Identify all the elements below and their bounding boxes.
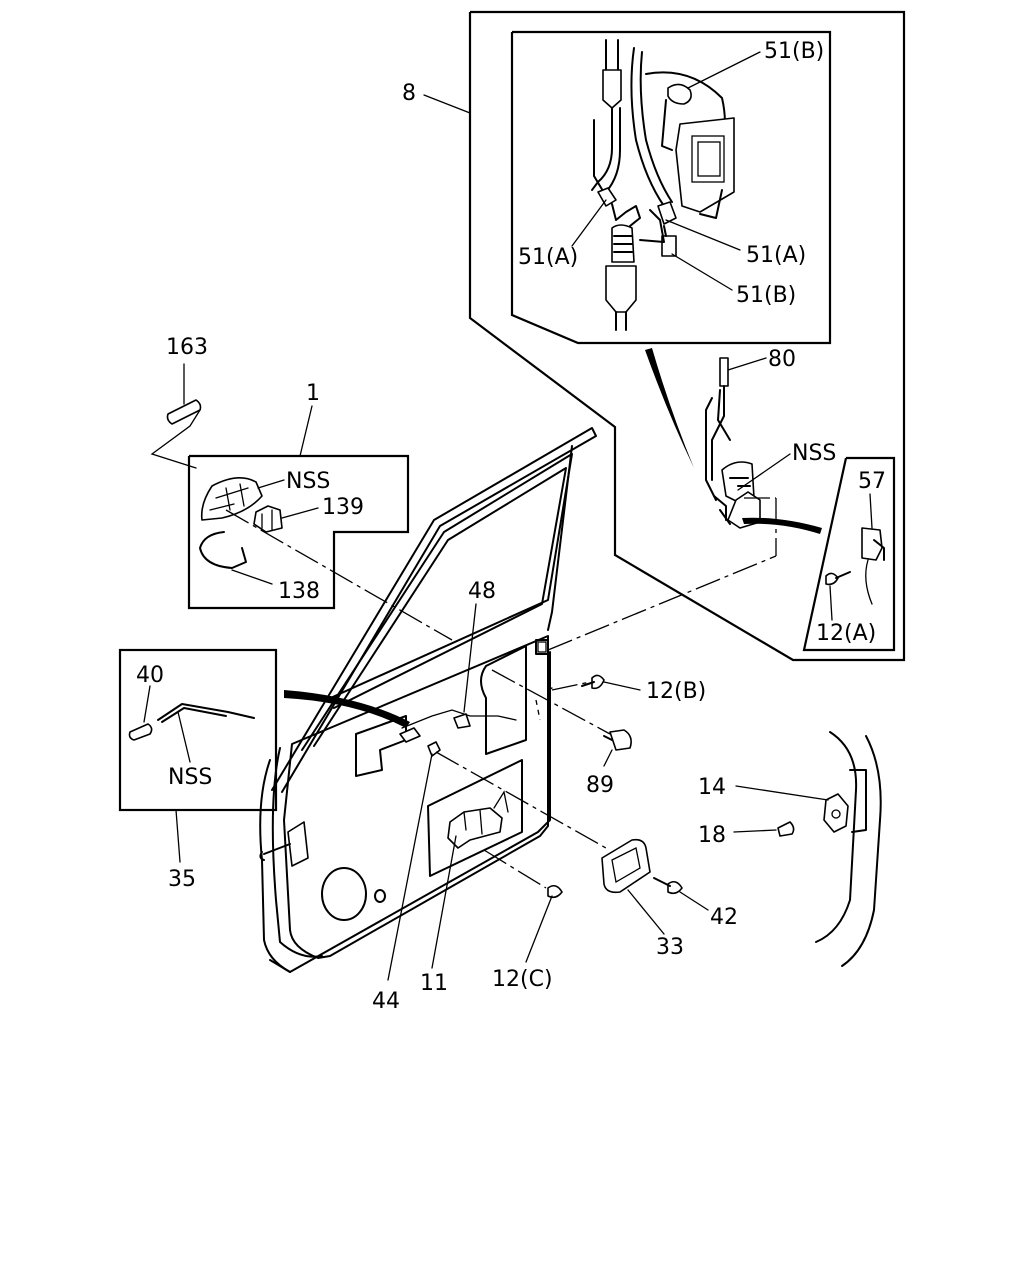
inside-rod-group-35: [118, 648, 278, 863]
callout-14: 14: [698, 775, 726, 800]
handle-rod-138: [199, 531, 247, 569]
leader-33: [627, 889, 665, 935]
align-line-handle: [225, 509, 453, 641]
leader-42: [679, 891, 709, 911]
body-pillar: [777, 731, 882, 967]
leader-11: [431, 835, 457, 969]
leader-12c: [525, 895, 553, 963]
leader-12a: [829, 585, 833, 621]
bolt-89: [603, 729, 632, 751]
group-1-outline: [187, 454, 410, 610]
outside-handle-group-1: [187, 405, 410, 610]
callout-48: 48: [468, 579, 496, 604]
leader-44: [387, 753, 433, 981]
outside-handle: [200, 477, 263, 521]
leader-1: [299, 405, 313, 457]
leader-57: [869, 493, 873, 529]
glass-run-wedge: [284, 690, 410, 728]
leader-51a-right: [665, 219, 741, 251]
callout-138: 138: [278, 579, 320, 604]
actuator-cable-wedge: [742, 517, 822, 534]
leader-139: [281, 507, 319, 519]
leader-40: [143, 685, 151, 723]
leader-35: [175, 809, 181, 863]
screw-18: [777, 821, 795, 837]
callout-12c: 12(C): [492, 967, 553, 992]
front-door-panel: [259, 427, 597, 973]
leader-nss-handle: [257, 479, 285, 489]
lock-rod: [157, 703, 255, 721]
detail-pointer-wedge: [645, 348, 694, 468]
callout-12a: 12(A): [816, 621, 876, 646]
handle-part-139: [253, 505, 283, 533]
leader-138: [231, 569, 273, 585]
screw-42: [653, 877, 683, 895]
align-line-screw-12b: [551, 681, 591, 691]
group-35-outline: [118, 648, 278, 812]
striker-14: [823, 793, 849, 833]
callout-18: 18: [698, 823, 726, 848]
screw-12a: [825, 571, 851, 586]
leader-18: [733, 829, 777, 833]
leader-163-to-group: [150, 409, 201, 469]
callout-11: 11: [420, 971, 448, 996]
callout-51b-bottom: 51(B): [736, 283, 796, 308]
callout-8: 8: [402, 81, 416, 106]
align-line-bezel: [435, 751, 607, 849]
callout-nss-lock: NSS: [792, 441, 836, 466]
callout-163: 163: [166, 335, 208, 360]
callout-51a-right: 51(A): [746, 243, 806, 268]
callout-51b-top: 51(B): [764, 39, 824, 64]
callout-139: 139: [322, 495, 364, 520]
door-lock-actuator: [705, 357, 761, 529]
leader-nss-rod: [177, 711, 191, 763]
lock-assembly-group-8: [423, 10, 906, 662]
callout-nss-handle: NSS: [286, 469, 330, 494]
group-8-outline: [468, 10, 906, 662]
leader-80: [727, 357, 767, 371]
callout-42: 42: [710, 905, 738, 930]
leader-51b-bottom: [671, 253, 733, 291]
callout-33: 33: [656, 935, 684, 960]
callout-51a-left: 51(A): [518, 245, 578, 270]
lock-detail-inset-frame: [510, 30, 832, 345]
leader-48: [463, 603, 477, 713]
callout-12b: 12(B): [646, 679, 706, 704]
leader-12b: [603, 681, 641, 691]
leader-89: [603, 749, 613, 767]
leader-nss-lock: [737, 453, 791, 491]
callout-89: 89: [586, 773, 614, 798]
lock-actuator-detail: [591, 39, 735, 331]
leader-51b-top: [687, 51, 761, 89]
callout-nss-rod: NSS: [168, 765, 212, 790]
callout-40: 40: [136, 663, 164, 688]
align-line-lock: [547, 555, 777, 651]
leader-51a-left: [571, 199, 607, 247]
screw-12c: [547, 884, 563, 899]
callout-1: 1: [306, 381, 320, 406]
leader-8: [423, 94, 471, 114]
callout-80: 80: [768, 347, 796, 372]
lock-knob-44: [427, 741, 441, 757]
align-line-screw-89: [491, 669, 611, 735]
callout-57: 57: [858, 469, 886, 494]
clip-40: [128, 723, 153, 741]
leader-14: [735, 785, 829, 801]
callout-35: 35: [168, 867, 196, 892]
align-line-screw-12c: [483, 849, 547, 889]
inside-handle-bezel-33: [601, 838, 651, 894]
callout-44: 44: [372, 989, 400, 1014]
switch-sub-box: [802, 456, 896, 652]
screw-12b: [581, 674, 605, 690]
door-switch-57: [861, 527, 885, 605]
